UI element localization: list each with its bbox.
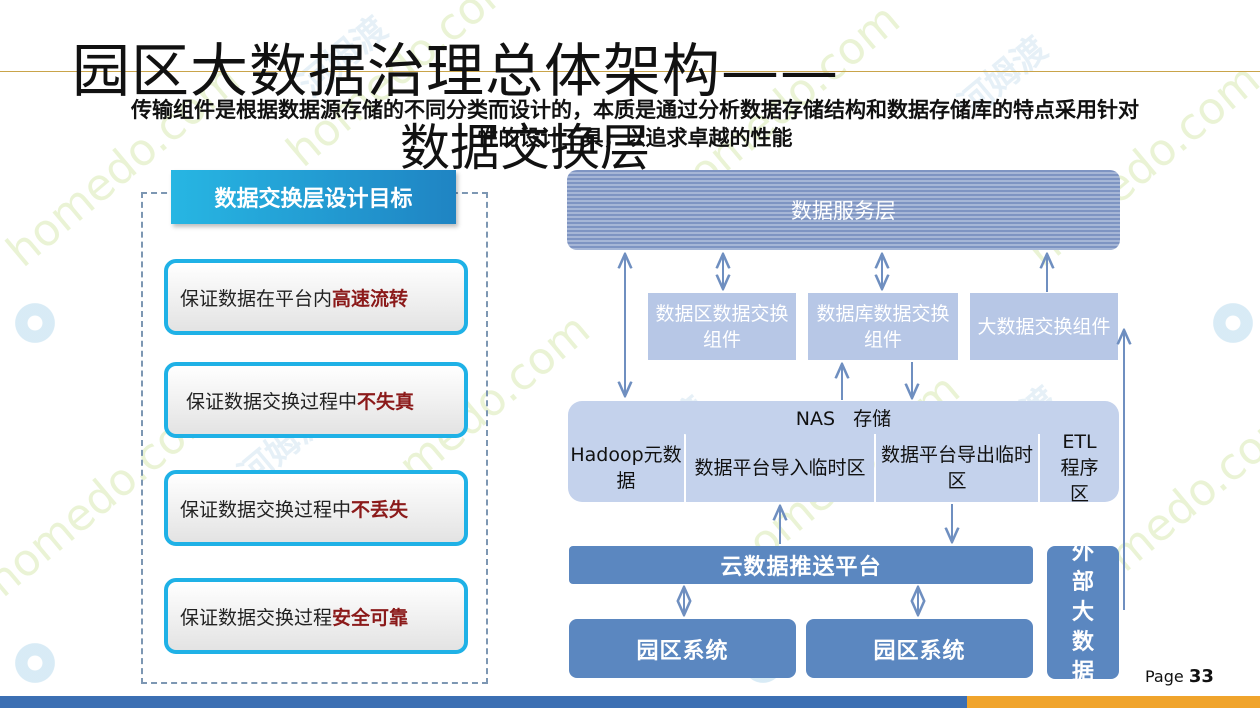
- goal-item: 保证数据交换过程中不失真: [164, 362, 468, 438]
- page-label: Page: [1145, 667, 1184, 686]
- watermark-flower-icon: [1210, 300, 1256, 346]
- goal-highlight: 高速流转: [332, 287, 409, 310]
- external-big-data-label: 外部大数据: [1071, 546, 1094, 679]
- goals-heading: 数据交换层设计目标: [171, 170, 456, 224]
- footer-bar-orange: [967, 696, 1260, 708]
- goal-text: 保证数据交换过程: [180, 606, 333, 629]
- goal-highlight: 不失真: [357, 390, 415, 413]
- goal-item: 保证数据交换过程中不丢失: [164, 470, 468, 546]
- goal-text: 保证数据交换过程中: [180, 498, 352, 521]
- nas-storage-header: NAS 存储: [568, 401, 1119, 434]
- external-big-data-box: 外部大数据: [1047, 546, 1119, 679]
- watermark-flower-icon: [12, 300, 58, 346]
- component-box: 大数据交换组件: [970, 293, 1118, 360]
- goal-item: 保证数据在平台内高速流转: [164, 259, 468, 335]
- park-system-box: 园区系统: [806, 619, 1033, 678]
- page-title-line2: 数据交换层: [400, 119, 650, 177]
- page-title: 园区大数据治理总体架构——: [72, 37, 840, 105]
- nas-cell: 数据平台导出临时区: [876, 434, 1038, 502]
- component-box: 数据区数据交换组件: [648, 293, 796, 360]
- goal-highlight: 安全可靠: [332, 606, 409, 629]
- park-system-box: 园区系统: [569, 619, 796, 678]
- data-service-layer: 数据服务层: [567, 170, 1120, 250]
- header-divider: [0, 71, 1260, 72]
- nas-cell: Hadoop元数据: [568, 434, 684, 502]
- goal-highlight: 不丢失: [351, 498, 409, 521]
- nas-cell: ETL程序区: [1040, 431, 1119, 505]
- component-box: 数据库数据交换组件: [808, 293, 958, 360]
- nas-cell: 数据平台导入临时区: [686, 434, 874, 502]
- goal-item: 保证数据交换过程安全可靠: [164, 578, 468, 654]
- goal-text: 保证数据交换过程中: [186, 390, 358, 413]
- page-number-value: 33: [1188, 666, 1214, 687]
- page-number: Page 33: [1145, 666, 1214, 687]
- page-subtitle: 传输组件是根据数据源存储的不同分类而设计的，本质是通过分析数据存储结构和数据存储…: [131, 98, 1139, 150]
- watermark-flower-icon: [12, 640, 58, 686]
- goal-text: 保证数据在平台内: [180, 287, 333, 310]
- cloud-push-platform: 云数据推送平台: [569, 546, 1033, 584]
- footer-bar-blue: [0, 696, 967, 708]
